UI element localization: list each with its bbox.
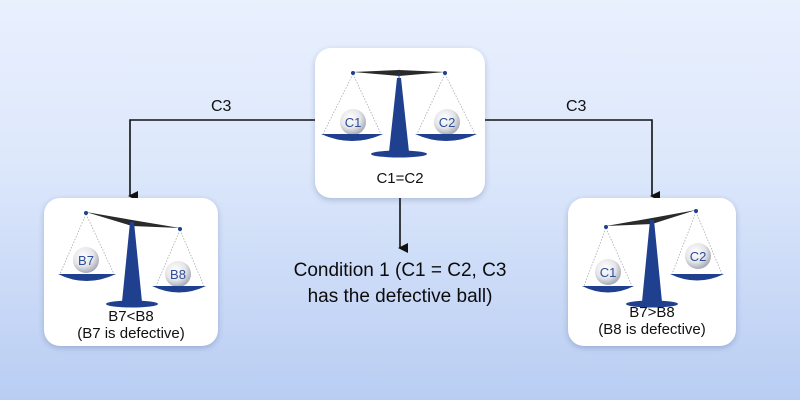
ball-c1: C1 [595, 259, 621, 285]
ball-c1: C1 [340, 109, 366, 135]
balanced-scale-card: C1 C2 C1=C2 [315, 48, 485, 198]
left-edge-label: C3 [211, 98, 232, 115]
ball-c2: C2 [434, 109, 460, 135]
balance-scale-icon: C1 C2 [321, 68, 477, 158]
tilted-balance-scale-icon: C1 C2 [582, 209, 724, 308]
right-scale-caption-line2: (B8 is defective) [598, 321, 706, 338]
condition-label: Condition 1 (C1 = C2, C3 has the defecti… [250, 258, 550, 310]
top-scale-caption: C1=C2 [376, 170, 424, 187]
svg-text:B7: B7 [78, 253, 94, 268]
right-scale-caption-line1: B7>B8 [629, 304, 675, 321]
svg-text:C1: C1 [600, 265, 617, 280]
svg-text:C2: C2 [690, 249, 707, 264]
right-branch-arrow [485, 119, 660, 201]
left-scale-card: B7 B8 B7<B8 (B7 is defective) [44, 198, 218, 346]
ball-c2: C2 [685, 243, 711, 269]
left-branch-arrow [128, 119, 315, 201]
ball-b7: B7 [73, 247, 99, 273]
condition-line2: has the defective ball) [307, 286, 493, 307]
svg-text:B8: B8 [170, 267, 186, 282]
left-scale-caption-line1: B7<B8 [108, 308, 154, 325]
tilted-balance-scale-icon: B7 B8 [58, 211, 206, 308]
right-scale-card: C1 C2 B7>B8 (B8 is defective) [568, 198, 736, 346]
left-scale-caption-line2: (B7 is defective) [77, 325, 185, 342]
condition-line1: Condition 1 (C1 = C2, C3 [293, 260, 507, 281]
svg-text:C1: C1 [345, 115, 362, 130]
svg-text:C2: C2 [439, 115, 456, 130]
ball-b8: B8 [165, 261, 191, 287]
right-edge-label: C3 [566, 98, 587, 115]
